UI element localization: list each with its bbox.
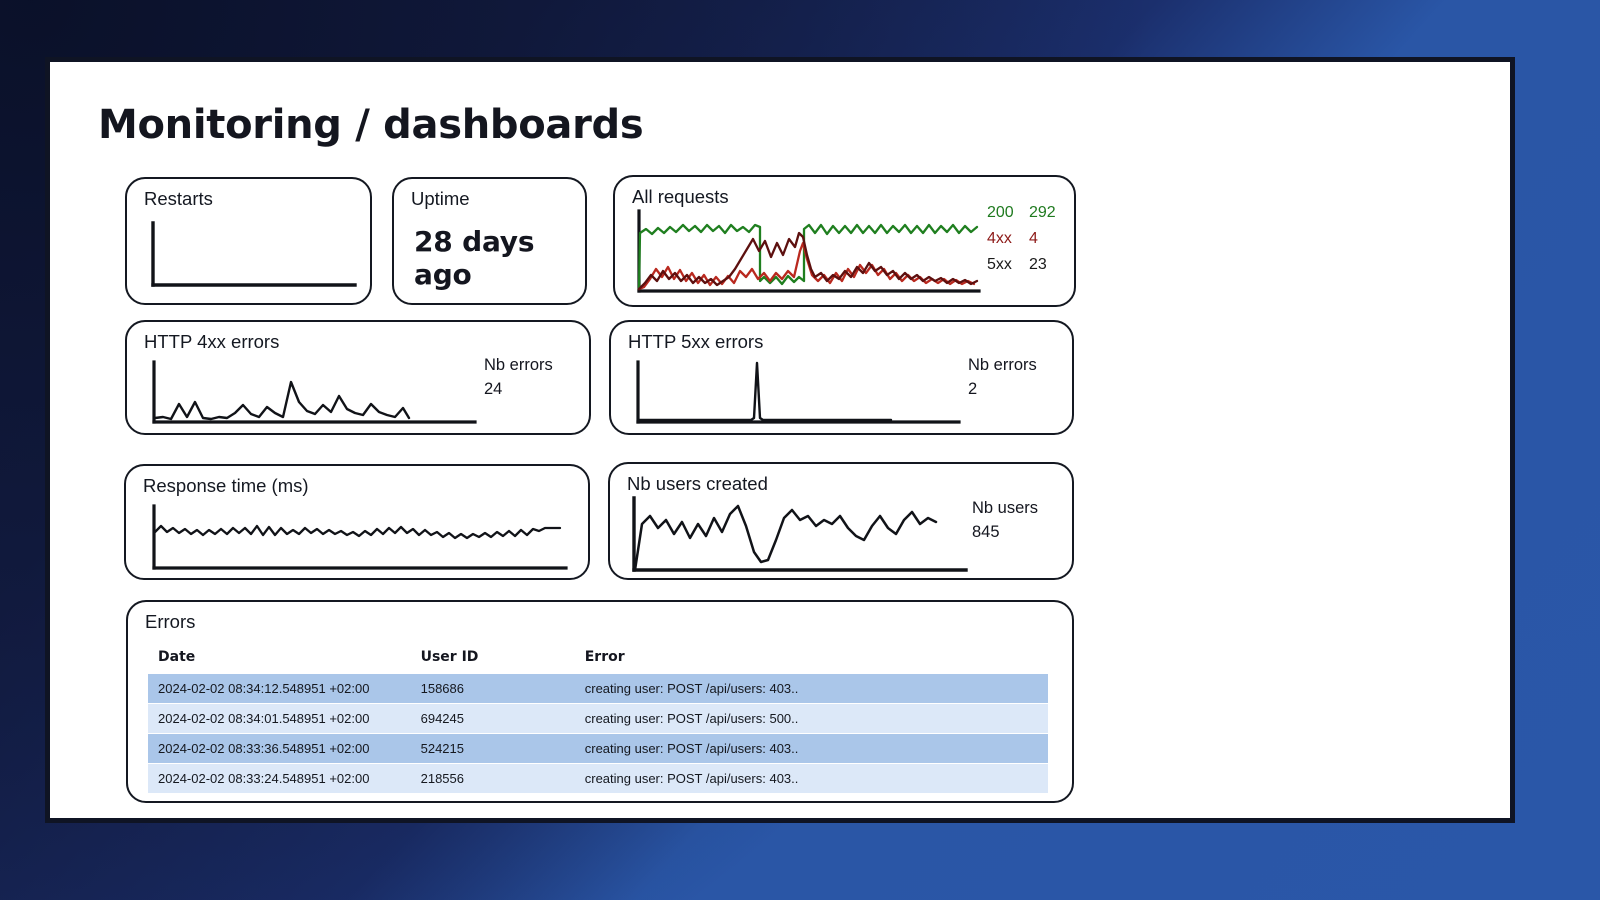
restarts-sparkline [147,221,362,293]
all-requests-chart [631,207,981,299]
http-5xx-metric: Nb errors 2 [968,354,1037,402]
errors-table-head: Date User ID Error [148,646,1048,674]
cell-error: creating user: POST /api/users: 403.. [574,674,1048,704]
nb-users-metric-label: Nb users [972,499,1039,517]
cell-date: 2024-02-02 08:34:12.548951 +02:00 [148,674,411,704]
slide-panel: Monitoring / dashboards Restarts Uptime … [45,57,1515,823]
legend-name-200: 200 [987,204,1014,221]
card-title-response-time: Response time (ms) [143,475,309,496]
legend-value-200: 292 [1029,204,1056,221]
card-errors[interactable]: Errors Date User ID Error 2024-02-02 08:… [126,600,1074,803]
card-title-all-requests: All requests [632,186,729,207]
legend-name-5xx: 5xx [987,255,1012,273]
card-restarts[interactable]: Restarts [125,177,372,305]
cell-user-id: 694245 [410,703,575,734]
http-4xx-metric: Nb errors 24 [484,354,553,402]
response-time-sparkline [148,504,568,578]
cell-user-id: 218556 [410,763,575,794]
column-header-error[interactable]: Error [584,649,625,665]
card-uptime[interactable]: Uptime 28 days ago [392,177,587,305]
uptime-value: 28 days ago [414,225,535,291]
cell-date: 2024-02-02 08:33:36.548951 +02:00 [148,733,411,764]
card-title-errors: Errors [145,611,196,632]
nb-users-metric-value: 845 [972,522,1000,541]
cell-user-id: 524215 [410,733,575,764]
legend-row-5xx: 5xx 23 [987,252,1069,278]
legend-value-5xx: 23 [1029,255,1047,273]
cell-error: creating user: POST /api/users: 500.. [574,703,1048,734]
http-5xx-metric-label: Nb errors [968,356,1037,374]
card-title-http-4xx: HTTP 4xx errors [144,331,280,352]
cell-date: 2024-02-02 08:34:01.548951 +02:00 [148,703,411,734]
legend-name-4xx: 4xx [987,229,1012,247]
card-all-requests[interactable]: All requests 200 292 [613,175,1076,307]
http-4xx-metric-value: 24 [484,379,503,398]
nb-users-metric: Nb users 845 [972,497,1038,545]
table-row[interactable]: 2024-02-02 08:33:24.548951 +02:00 218556… [148,763,1048,794]
errors-table: Date User ID Error 2024-02-02 08:34:12.5… [148,646,1048,794]
http-5xx-metric-value: 2 [968,379,978,398]
column-header-date[interactable]: Date [158,649,196,665]
card-http-5xx[interactable]: HTTP 5xx errors Nb errors 2 [609,320,1074,435]
cell-date: 2024-02-02 08:33:24.548951 +02:00 [148,763,411,794]
table-row[interactable]: 2024-02-02 08:33:36.548951 +02:00 524215… [148,733,1048,764]
card-title-restarts: Restarts [144,188,213,209]
legend-value-4xx: 4 [1029,229,1038,247]
http-5xx-sparkline [631,360,961,432]
table-row[interactable]: 2024-02-02 08:34:12.548951 +02:00 158686… [148,674,1048,704]
legend-row-4xx: 4xx 4 [987,226,1069,252]
http-4xx-metric-label: Nb errors [484,356,553,374]
all-requests-legend: 200 292 4xx 4 5xx 23 [987,200,1069,278]
page-title: Monitoring / dashboards [98,102,644,148]
card-title-http-5xx: HTTP 5xx errors [628,331,764,352]
errors-header-row: Date User ID Error [148,646,1048,674]
nb-users-sparkline [628,496,968,581]
card-nb-users-created[interactable]: Nb users created Nb users 845 [608,462,1074,580]
card-title-uptime: Uptime [411,188,470,209]
http-4xx-sparkline [147,360,477,432]
errors-table-body: 2024-02-02 08:34:12.548951 +02:00 158686… [148,674,1048,794]
legend-row-200: 200 292 [987,200,1069,226]
cell-error: creating user: POST /api/users: 403.. [574,763,1048,794]
cell-user-id: 158686 [410,674,575,704]
card-title-nb-users: Nb users created [627,473,768,494]
card-response-time[interactable]: Response time (ms) [124,464,590,580]
table-row[interactable]: 2024-02-02 08:34:01.548951 +02:00 694245… [148,703,1048,734]
column-header-user-id[interactable]: User ID [420,649,479,665]
card-http-4xx[interactable]: HTTP 4xx errors Nb errors 24 [125,320,591,435]
cell-error: creating user: POST /api/users: 403.. [574,733,1048,764]
